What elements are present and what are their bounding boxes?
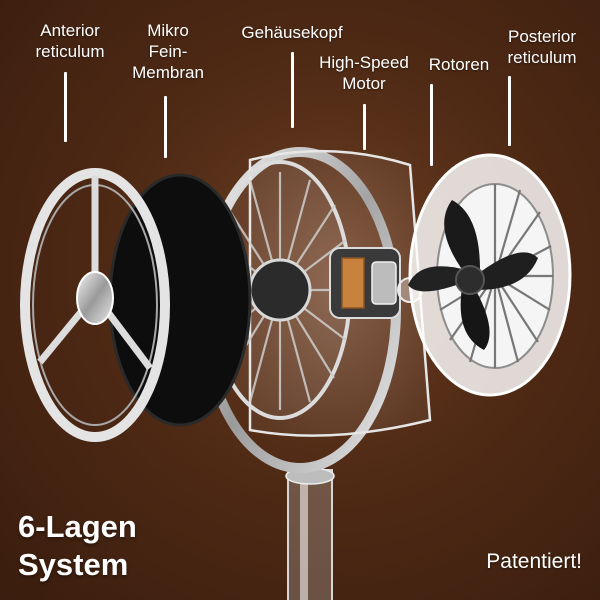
fan-stand bbox=[285, 467, 335, 600]
callout-line-membrane bbox=[164, 96, 167, 158]
callout-line-posterior bbox=[508, 76, 511, 146]
anterior-reticulum bbox=[20, 168, 170, 442]
label-high-speed-motor: High-Speed Motor bbox=[319, 53, 409, 93]
callout-line-anterior bbox=[64, 72, 67, 142]
mikro-fein-membran bbox=[108, 173, 252, 427]
label-housing-head: Gehäusekopf bbox=[241, 23, 343, 42]
label-micro-membrane: Mikro Fein- Membran bbox=[132, 21, 204, 82]
label-posterior-reticulum: Posterior reticulum bbox=[507, 27, 577, 67]
callout-line-motor bbox=[363, 104, 366, 150]
callout-line-housing bbox=[291, 52, 294, 128]
label-rotors: Rotoren bbox=[428, 55, 490, 74]
patent-tagline: Patentiert! bbox=[486, 550, 582, 573]
callout-line-rotors bbox=[430, 84, 433, 166]
label-anterior-reticulum: Anterior reticulum bbox=[35, 21, 105, 61]
headline-six-layer-system: 6-Lagen System bbox=[18, 509, 137, 582]
rotor-blades bbox=[408, 200, 538, 350]
